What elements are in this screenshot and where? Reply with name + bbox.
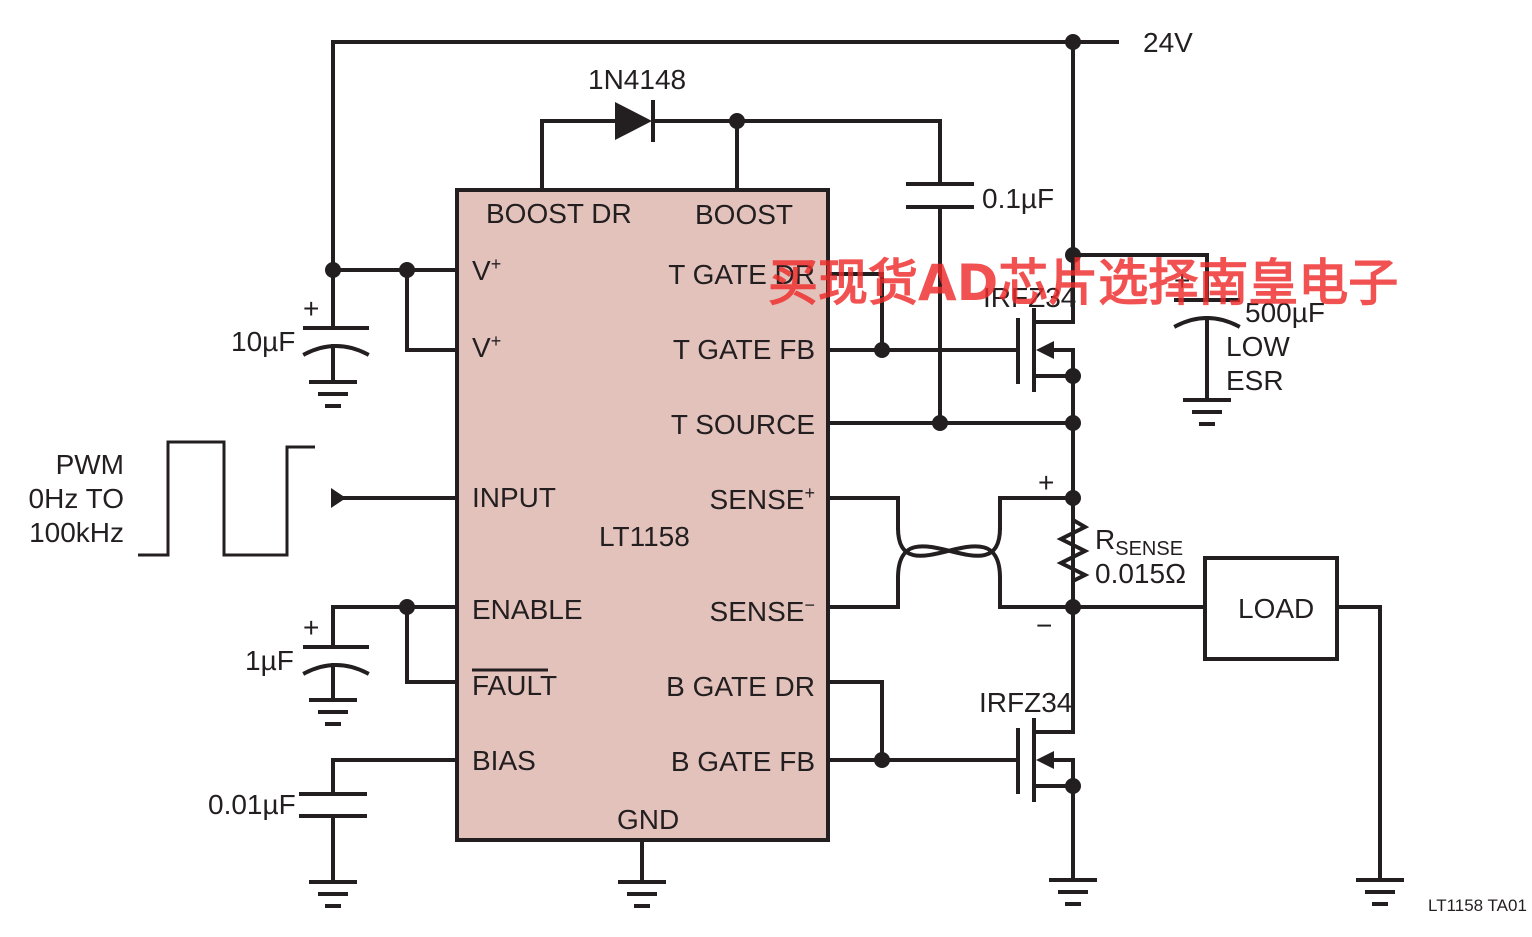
pin-vplus-2: V+ [472,331,501,363]
bias-wiring [299,758,459,908]
rsense-subscript: SENSE [1115,538,1183,560]
cap-10uf-label: 10µF [231,326,295,357]
cap-plus-500uf: + [1174,265,1190,296]
bottom-gate-wiring [826,680,1018,768]
boost-cap-label: 0.1µF [982,183,1054,214]
junction-dot [729,113,745,129]
cap-500uf-esr: ESR [1226,365,1284,396]
capacitor-500uf [1173,298,1241,426]
pin-bias: BIAS [472,745,536,776]
sense-network [826,490,1207,615]
figure-id: LT1158 TA01 [1428,896,1527,915]
boost-network [540,100,974,425]
pin-gnd: GND [617,804,679,835]
diode-label: 1N4148 [588,64,686,95]
pin-t-gate-fb: T GATE FB [673,334,815,365]
cap-001uf-label: 0.01µF [208,789,296,820]
diode-symbol [615,102,652,140]
input-arrow-icon [331,488,346,508]
pin-fault: FAULT [472,670,557,701]
pwm-label: PWM [56,449,124,480]
rsense-label: RSENSE [1095,524,1183,560]
cap-500uf-label: 500µF [1245,297,1325,328]
pin-vplus-1: V+ [472,254,501,286]
pwm-freq-label: 0Hz TO [29,483,124,514]
ic-ground [618,838,666,908]
junction-dot [1065,368,1081,384]
sense-minus-mark: − [1036,610,1052,641]
pin-t-source: T SOURCE [671,409,815,440]
mosfet-arrow [1036,341,1054,359]
mosfet-top [1016,308,1081,609]
sense-plus-mark: + [1038,467,1054,498]
junction-dot [325,262,341,278]
junction-dot [1065,415,1081,431]
top-gate-wiring [826,272,1075,431]
mosfet-top-label: IRFZ34 [983,282,1076,313]
pin-b-gate-dr: B GATE DR [666,671,815,702]
junction-dot [932,415,948,431]
watermark-text: 买现货AD芯片选择南皇电子 [768,254,1398,312]
rsense-name: R [1095,524,1115,555]
junction-dot [1065,778,1081,794]
pwm-freq-max-label: 100kHz [29,517,124,548]
pin-input: INPUT [472,482,556,513]
junction-dot [1065,34,1081,50]
ic-name: LT1158 [599,521,690,552]
pin-b-gate-fb: B GATE FB [671,746,815,777]
enable-fault-wiring [302,599,459,726]
load-block [1203,556,1404,906]
cap-500uf-low: LOW [1226,331,1290,362]
supply-label: 24V [1143,27,1193,58]
supply-wiring [325,34,1209,352]
mosfet-bottom-label: IRFZ34 [979,687,1072,718]
pin-t-gate-dr: T GATE DR [668,259,815,290]
junction-dot [1065,247,1081,263]
cap-plus-10uf: + [303,293,319,324]
cap-1uf-label: 1µF [245,645,294,676]
mosfet-bottom [1016,605,1097,906]
rsense-value: 0.015Ω [1095,558,1186,589]
cap-plus-1uf: + [303,612,319,643]
junction-dot [874,342,890,358]
pin-sense-minus: SENSE− [710,595,815,627]
ic-body [455,188,830,842]
junction-dot [399,599,415,615]
pin-boost: BOOST [695,199,793,230]
load-label: LOAD [1238,593,1314,624]
pin-sense-plus: SENSE+ [710,483,815,515]
junction-dot [399,262,415,278]
pin-boost-dr: BOOST DR [486,198,632,229]
pwm-input [138,440,459,557]
pin-enable: ENABLE [472,594,583,625]
mosfet-arrow [1036,751,1054,769]
capacitor-10uf [302,326,370,408]
junction-dot [874,752,890,768]
